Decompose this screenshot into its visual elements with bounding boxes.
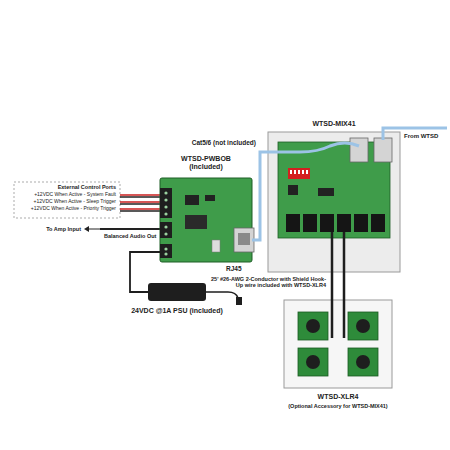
cat-cable [252,152,268,240]
part-label: (Optional Accessory for WTSD-MIX41) [253,403,423,409]
signal-name: +12VDC When Active - System Fault [34,192,116,198]
signal-name: +12VDC When Active - Priority Trigger [31,206,116,212]
part-label: 24VDC @1A PSU (included) [102,307,252,315]
breakout-board: WTSD-PWBOB (Included) [160,178,252,262]
signal-name: Balanced Audio Out [104,233,156,239]
xlr-wall-plate: WTSD-XLR4(Optional Accessory for WTSD-MI… [284,300,392,388]
mixer-board: WTSD-MIX41 [268,132,400,272]
port-heading: External Control Ports [58,184,116,190]
signal-name: +12VDC When Active - Sleep Trigger [34,199,116,205]
power-supply: 24VDC @1A PSU (included) [148,283,206,301]
part-label: WTSD-XLR4 [253,393,423,401]
cable-note: Cat5/6 (not included) [192,139,256,146]
power-cord [130,252,160,292]
part-label: WTSD-MIX41 [274,120,394,128]
signal-name: To Amp Input [46,226,81,232]
cable-note: 25' #26-AWG 2-Conductor with Shield Hook… [208,276,326,289]
cable-note: From WTSD [404,133,438,140]
part-label: WTSD-PWBOB (Included) [166,155,246,171]
hook-up-wire [332,272,344,300]
connector-name: RJ45 [226,265,242,272]
